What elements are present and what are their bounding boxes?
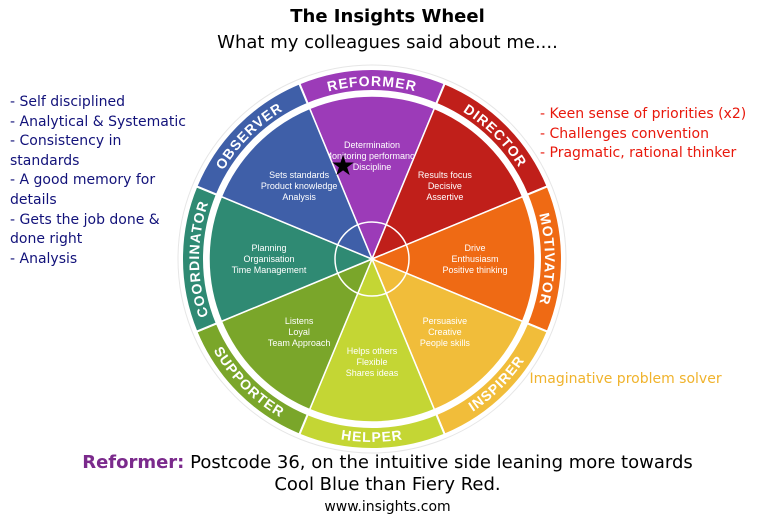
list-item: - Analytical & Systematic — [10, 113, 186, 130]
observer-feedback-list: - Self disciplined - Analytical & System… — [10, 93, 195, 269]
list-item: - Keen sense of priorities (x2) — [540, 106, 747, 122]
center-circle — [334, 221, 410, 297]
footer-line-1: Reformer: Postcode 36, on the intuitive … — [0, 452, 775, 473]
website-link[interactable]: www.insights.com — [324, 499, 451, 515]
ring-label-helper: HELPER — [340, 427, 403, 446]
footer-text: Postcode 36, on the intuitive side leani… — [184, 452, 693, 473]
segment-motivator — [370, 195, 536, 323]
list-item: - A good memory for details — [10, 172, 156, 208]
segment-reformer — [308, 95, 436, 261]
list-item: - Gets the job done & done right — [10, 211, 160, 248]
segment-coordinator — [208, 195, 374, 323]
segment-supporter — [220, 257, 374, 411]
segment-observer — [220, 107, 374, 261]
page-title: The Insights Wheel — [290, 6, 485, 27]
list-item: - Challenges convention — [540, 125, 709, 142]
list-item: - Pragmatic, rational thinker — [540, 145, 737, 162]
star-icon: ★ — [330, 150, 355, 181]
page-subtitle: What my colleagues said about me.... — [217, 32, 558, 53]
director-feedback-list: - Keen sense of priorities (x2) - Challe… — [540, 105, 770, 164]
ring-label-motivator: MOTIVATOR — [536, 211, 558, 307]
ring-label-reformer: REFORMER — [325, 73, 418, 95]
inspirer-feedback-list: - Imaginative problem solver — [520, 370, 770, 390]
list-item: - Consistency in standards — [10, 133, 126, 169]
footer-lead: Reformer: — [82, 452, 185, 473]
segment-director — [370, 107, 524, 261]
list-item: - Analysis — [10, 250, 78, 267]
list-item: - Self disciplined — [10, 94, 125, 110]
segment-inspirer — [370, 257, 524, 411]
segment-helper — [308, 257, 436, 423]
footer-line-2: Cool Blue than Fiery Red. — [274, 474, 501, 495]
list-item: - Imaginative problem solver — [520, 371, 722, 387]
ring-band-observer — [195, 82, 310, 197]
